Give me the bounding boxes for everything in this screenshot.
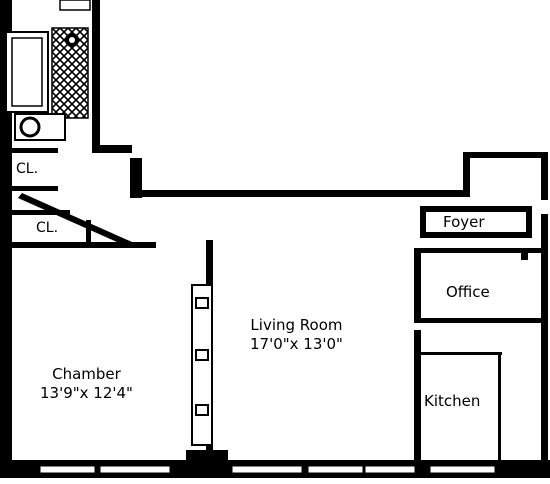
bathroom xyxy=(5,0,91,141)
living-room-label: Living Room 17'0"x 13'0" xyxy=(250,316,343,354)
kitchen-text: Kitchen xyxy=(424,392,481,410)
living-room-name: Living Room xyxy=(250,316,343,334)
office-label: Office xyxy=(446,283,490,302)
office-text: Office xyxy=(446,283,490,301)
windows xyxy=(39,465,496,474)
closet-lower-text: CL. xyxy=(36,220,59,236)
chamber-label: Chamber 13'9"x 12'4" xyxy=(40,365,133,403)
chamber-dimensions: 13'9"x 12'4" xyxy=(40,384,133,402)
closet-walls xyxy=(10,148,156,248)
foyer-text: Foyer xyxy=(443,213,485,231)
closet-upper-text: CL. xyxy=(16,161,39,177)
closet-upper-label: CL. xyxy=(16,160,38,179)
living-room-dimensions: 17'0"x 13'0" xyxy=(250,335,343,353)
kitchen-label: Kitchen xyxy=(424,392,480,411)
foyer-label: Foyer xyxy=(443,213,485,232)
interior-walls xyxy=(186,206,548,462)
chamber-name: Chamber xyxy=(52,365,121,383)
closet-lower-label: CL. xyxy=(36,219,58,238)
